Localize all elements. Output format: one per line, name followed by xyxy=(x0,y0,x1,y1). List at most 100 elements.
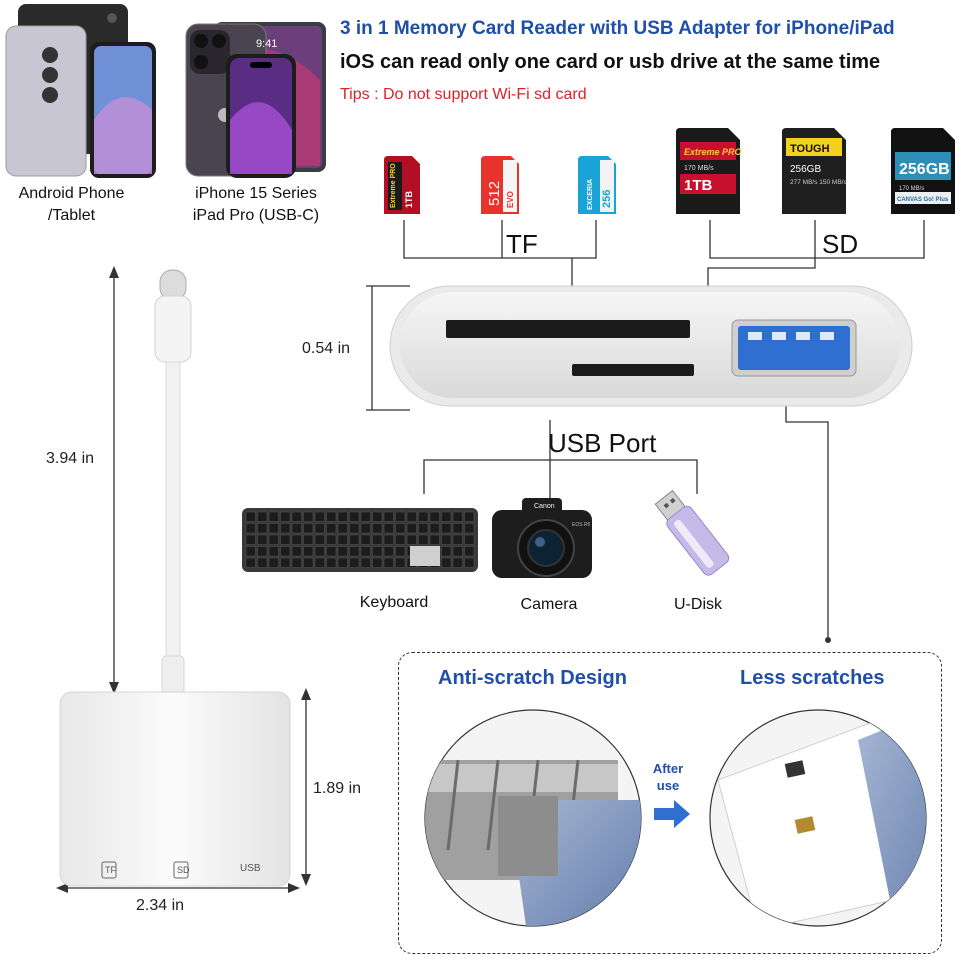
keyboard-key xyxy=(245,546,256,557)
keyboard-key xyxy=(406,534,417,545)
keyboard-key xyxy=(464,523,475,534)
keyboard-key xyxy=(395,534,406,545)
keyboard-key xyxy=(291,534,302,545)
iphone-front-icon xyxy=(226,54,296,178)
svg-text:Extreme PRO: Extreme PRO xyxy=(684,147,742,157)
keyboard-key xyxy=(395,511,406,522)
keyboard-key xyxy=(429,534,440,545)
keyboard-key xyxy=(395,557,406,568)
card-reader-illustration xyxy=(389,285,913,407)
keyboard-key xyxy=(372,523,383,534)
keyboard-key xyxy=(360,523,371,534)
keyboard-key xyxy=(245,534,256,545)
device-illustrations xyxy=(5,4,326,178)
keyboard-key xyxy=(395,546,406,557)
keyboard-key xyxy=(314,511,325,522)
sd-group-label: SD xyxy=(822,229,859,259)
keyboard-key xyxy=(303,523,314,534)
keyboard-key xyxy=(360,546,371,557)
keyboard-key xyxy=(383,546,394,557)
keyboard-key xyxy=(383,534,394,545)
anti-scratch-title: Anti-scratch Design xyxy=(438,667,627,689)
keyboard-key xyxy=(464,534,475,545)
svg-text:256GB: 256GB xyxy=(790,164,821,175)
keyboard-key xyxy=(291,523,302,534)
keyboard-key xyxy=(326,557,337,568)
keyboard-key xyxy=(464,557,475,568)
keyboard-key xyxy=(429,523,440,534)
keyboard-key xyxy=(326,546,337,557)
adapter-port-label-sd: SD xyxy=(177,865,190,875)
keyboard-key xyxy=(280,523,291,534)
keyboard-key xyxy=(360,511,371,522)
dimension-body-height: 1.89 in xyxy=(313,780,362,797)
keyboard-key xyxy=(280,546,291,557)
keyboard-key xyxy=(372,534,383,545)
accessory-label-keyboard: Keyboard xyxy=(359,594,429,611)
keyboard-key xyxy=(360,557,371,568)
keyboard-key xyxy=(268,523,279,534)
keyboard-key xyxy=(257,557,268,568)
anti-scratch-box xyxy=(398,652,942,954)
keyboard-key xyxy=(418,534,429,545)
keyboard-key xyxy=(441,546,452,557)
keyboard-key xyxy=(257,546,268,557)
sd-card-canvas-go: 256GB 170 MB/s CANVAS Go! Plus xyxy=(891,128,955,214)
keyboard-key xyxy=(314,534,325,545)
android-phone-back-icon xyxy=(5,25,87,177)
keyboard-key xyxy=(441,523,452,534)
svg-text:170 MB/s: 170 MB/s xyxy=(684,165,714,172)
keyboard-key xyxy=(360,534,371,545)
accessory-label-camera: Camera xyxy=(520,596,578,613)
tf-group-label: TF xyxy=(506,229,538,259)
svg-text:1TB: 1TB xyxy=(684,177,713,194)
camera-icon: Canon EOS R5 xyxy=(492,498,592,578)
tf-card-extreme-pro: Extreme PRO 1TB xyxy=(384,156,420,214)
keyboard-key xyxy=(303,557,314,568)
svg-text:TOUGH: TOUGH xyxy=(790,143,830,155)
keyboard-key xyxy=(280,557,291,568)
dimension-body-width: 2.34 in xyxy=(136,897,185,914)
keyboard-key xyxy=(464,546,475,557)
keyboard-key xyxy=(441,534,452,545)
keyboard-key xyxy=(245,511,256,522)
keyboard-key xyxy=(268,557,279,568)
usb-port-label: USB Port xyxy=(548,428,657,458)
keyboard-key xyxy=(383,511,394,522)
accessory-label-udisk: U-Disk xyxy=(674,596,722,613)
keyboard-key xyxy=(303,511,314,522)
ipad-clock: 9:41 xyxy=(256,38,278,50)
keyboard-key xyxy=(418,523,429,534)
keyboard-key xyxy=(441,511,452,522)
keyboard-key xyxy=(291,511,302,522)
keyboard-key xyxy=(268,511,279,522)
sd-card-tough: TOUGH 256GB 277 MB/s 150 MB/s xyxy=(782,128,847,214)
keyboard-key xyxy=(303,534,314,545)
svg-text:EXCERIA: EXCERIA xyxy=(587,179,594,210)
keyboard-icon xyxy=(242,508,478,572)
keyboard-key xyxy=(257,534,268,545)
keyboard-key xyxy=(349,557,360,568)
keyboard-key xyxy=(452,557,463,568)
keyboard-key xyxy=(452,523,463,534)
keyboard-key xyxy=(452,511,463,522)
keyboard-key xyxy=(464,511,475,522)
tips-text: Tips : Do not support Wi-Fi sd card xyxy=(340,86,587,103)
svg-text:512: 512 xyxy=(486,181,503,206)
keyboard-key xyxy=(383,523,394,534)
keyboard-key xyxy=(314,557,325,568)
page-subtitle: iOS can read only one card or usb drive … xyxy=(340,51,881,73)
keyboard-key xyxy=(326,534,337,545)
page-title: 3 in 1 Memory Card Reader with USB Adapt… xyxy=(340,18,895,39)
keyboard-key xyxy=(349,523,360,534)
adapter-illustration xyxy=(59,269,291,887)
keyboard-key xyxy=(383,557,394,568)
keyboard-key xyxy=(326,511,337,522)
keyboard-key xyxy=(372,511,383,522)
keyboard-key xyxy=(349,546,360,557)
keyboard-key xyxy=(429,511,440,522)
keyboard-key xyxy=(372,557,383,568)
keyboard-key xyxy=(337,534,348,545)
